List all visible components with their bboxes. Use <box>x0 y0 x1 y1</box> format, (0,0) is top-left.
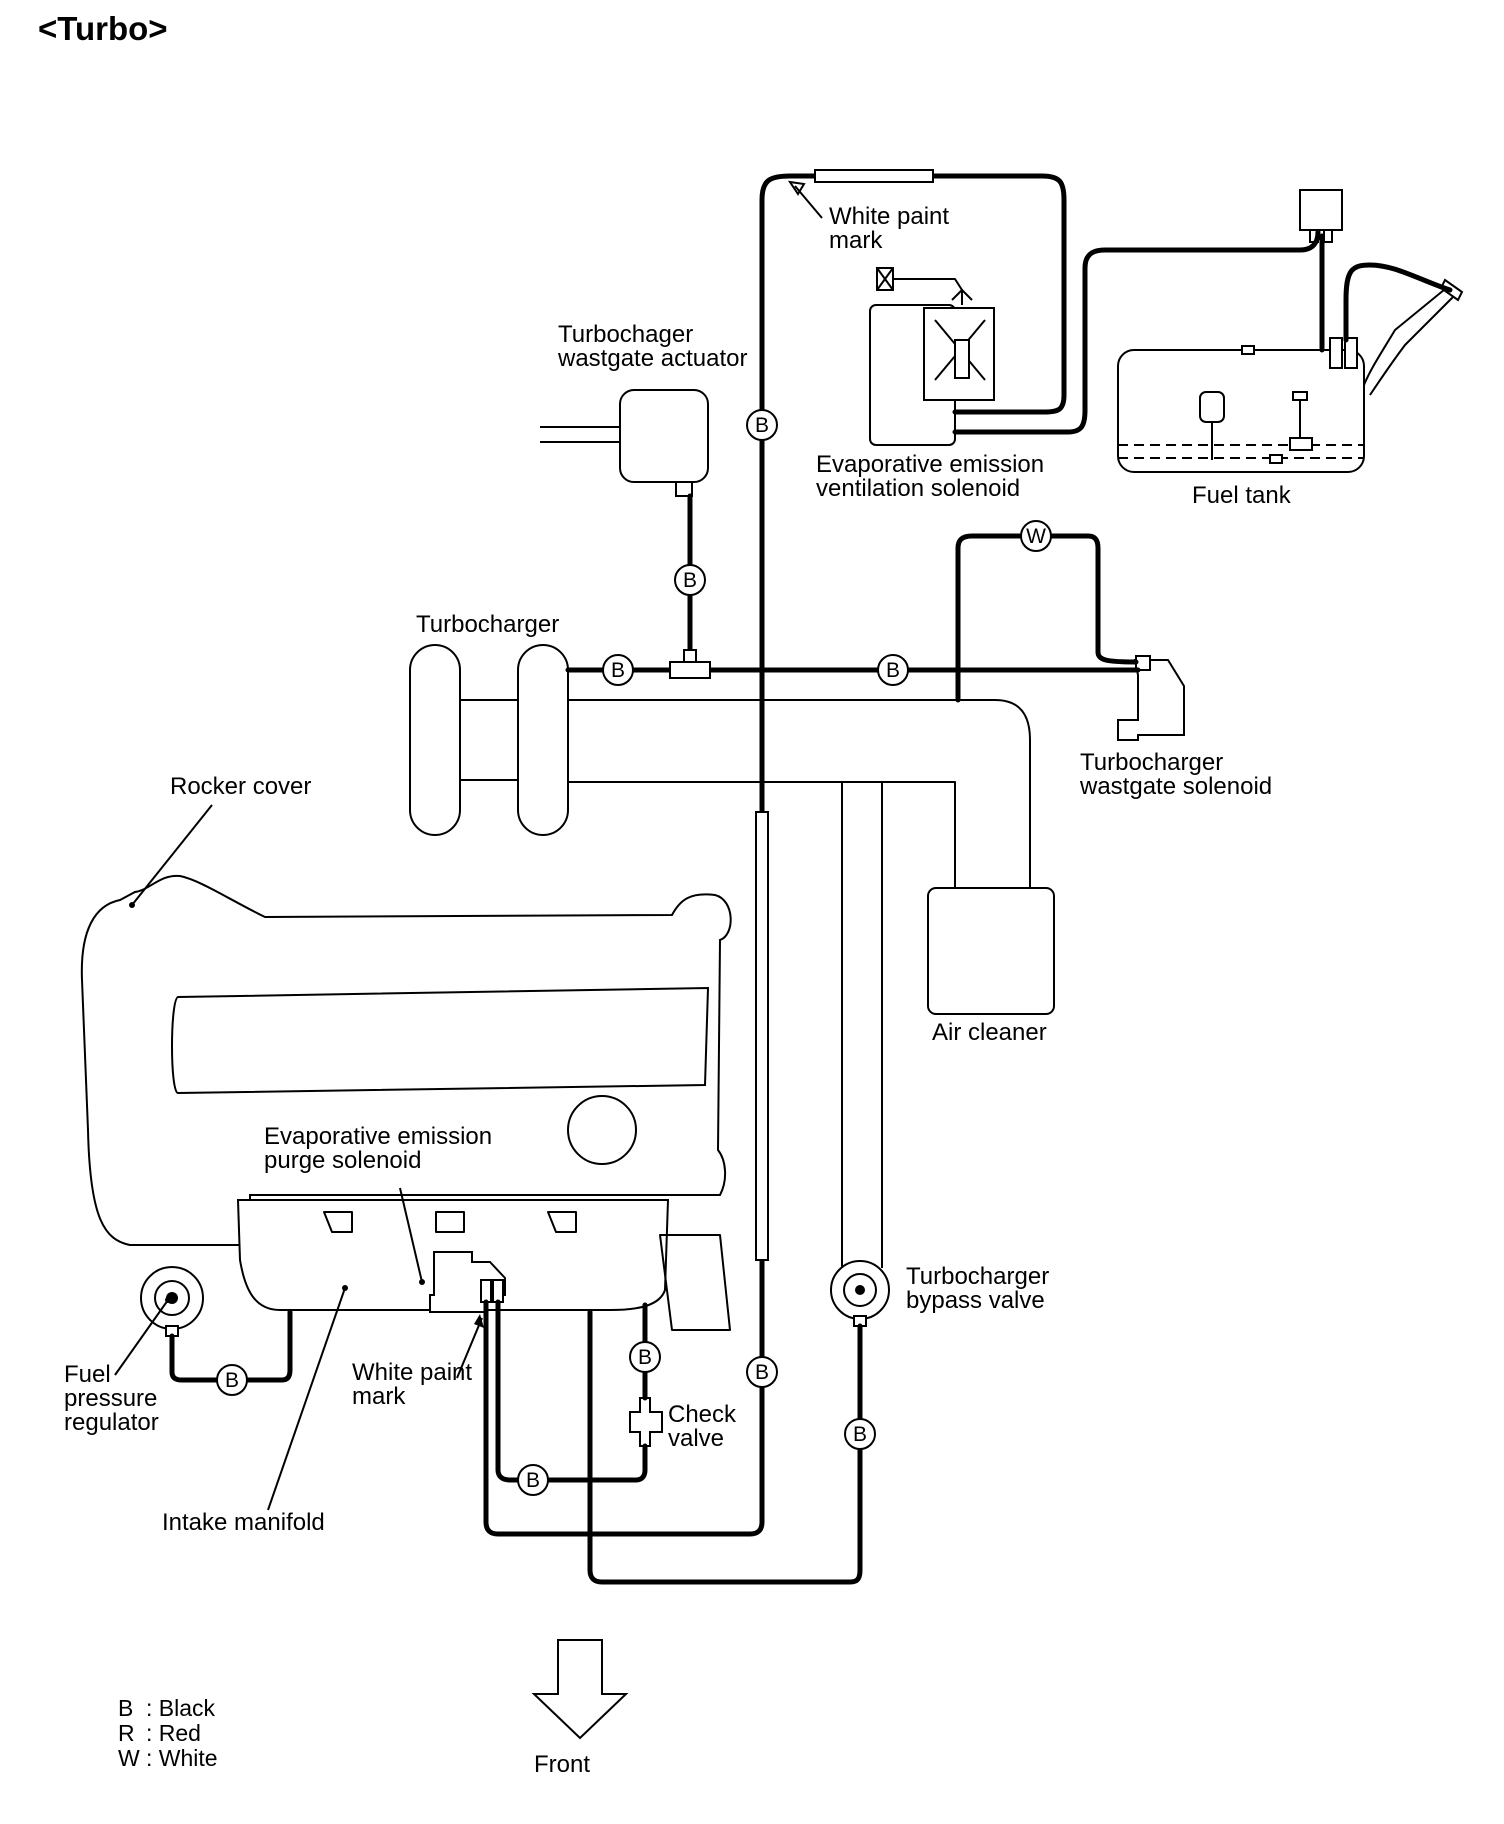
ventilation-solenoid <box>869 267 995 446</box>
air-cleaner <box>927 887 1055 1015</box>
bypass-valve-label: Turbocharger bypass valve <box>906 1263 1056 1314</box>
bypass-valve <box>830 1260 890 1327</box>
front-label: Front <box>534 1751 590 1778</box>
purge-solenoid-port-a <box>480 1279 492 1303</box>
color-legend: B : Black R : Red W : White <box>118 1695 218 1771</box>
wastgate-solenoid <box>1117 659 1185 741</box>
svg-text:B: B <box>225 1369 239 1392</box>
legend-code: B <box>118 1695 133 1721</box>
hose-tag: B <box>629 1341 661 1373</box>
diagram-title: <Turbo> <box>38 10 168 47</box>
svg-text:B: B <box>853 1423 867 1446</box>
legend-code: R <box>118 1720 135 1746</box>
svg-text:B: B <box>755 414 769 437</box>
rocker-cover <box>80 874 732 1246</box>
canister <box>1299 189 1343 243</box>
svg-text:B: B <box>611 659 625 682</box>
turbocharger <box>409 644 569 836</box>
legend-code: W <box>118 1745 140 1771</box>
fuel-tank-label: Fuel tank <box>1192 482 1292 509</box>
svg-text:B: B <box>755 1361 769 1384</box>
svg-text:B: B <box>526 1469 540 1492</box>
white-paint-mark-top-label: White paint mark <box>829 203 956 254</box>
wastgate-actuator <box>540 389 709 497</box>
intake-pipe <box>568 699 1031 888</box>
ventilation-solenoid-label: Evaporative emission ventilation solenoi… <box>816 451 1051 502</box>
check-valve-icon <box>629 1397 663 1447</box>
front-arrow-icon <box>531 1639 629 1740</box>
hose-tag: B <box>844 1418 876 1450</box>
hose-tag: B <box>216 1364 248 1396</box>
legend-meaning: : Red <box>146 1720 201 1746</box>
legend-meaning: : White <box>146 1745 218 1771</box>
hose-tag: B <box>517 1464 549 1496</box>
check-valve-label: Check valve <box>668 1401 743 1452</box>
legend-meaning: : Black <box>146 1695 216 1721</box>
fuel-tank <box>1117 278 1464 473</box>
svg-text:W: W <box>1026 525 1046 548</box>
white-paint-mark-vertical-sleeve <box>755 811 769 1261</box>
tee-fitting <box>669 649 711 679</box>
turbocharger-label: Turbocharger <box>416 611 559 638</box>
white-paint-mark-top-sleeve <box>814 169 934 183</box>
air-cleaner-label: Air cleaner <box>932 1019 1047 1046</box>
purge-solenoid-port-b <box>492 1279 504 1303</box>
hose-tag: B <box>877 654 909 686</box>
svg-text:B: B <box>886 659 900 682</box>
hose-tag: B <box>602 654 634 686</box>
bypass-pipe <box>841 782 883 1268</box>
rocker-cover-label: Rocker cover <box>170 773 311 800</box>
leader-lines <box>114 180 823 1511</box>
hoses <box>169 173 1453 1585</box>
purge-solenoid-label: Evaporative emission purge solenoid <box>264 1123 499 1174</box>
svg-text:B: B <box>683 569 697 592</box>
wastgate-actuator-label: Turbochager wastgate actuator <box>557 321 747 372</box>
hose-tag: B <box>674 564 706 596</box>
intake-manifold-label: Intake manifold <box>162 1509 325 1536</box>
hose-tag: B <box>746 409 778 441</box>
fuel-pressure-regulator-label: Fuel pressure regulator <box>64 1361 164 1436</box>
wastgate-solenoid-label: Turbocharger wastgate solenoid <box>1079 749 1272 800</box>
white-paint-mark-bottom-label: White paint mark <box>352 1359 479 1410</box>
svg-text:B: B <box>638 1346 652 1369</box>
hose-tag: B <box>746 1356 778 1388</box>
hose-tag: W <box>1020 520 1052 552</box>
